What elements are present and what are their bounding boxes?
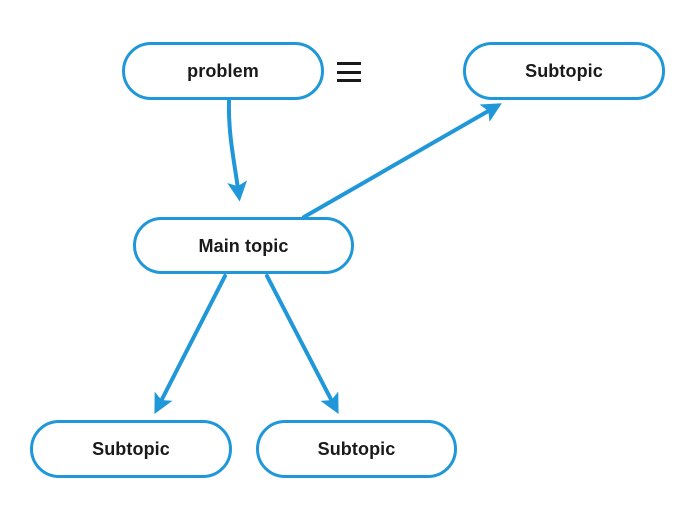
node-subtopic-top-right-label: Subtopic xyxy=(525,61,603,81)
node-main-topic-label: Main topic xyxy=(198,235,289,256)
node-subtopic-top-right[interactable]: Subtopic xyxy=(463,42,665,100)
edge-main-to-subtopic-top-right xyxy=(302,103,502,219)
edge-main-to-subtopic-bottom-left xyxy=(154,274,227,414)
node-subtopic-bottom-right-label: Subtopic xyxy=(317,439,396,459)
hamburger-menu-icon[interactable] xyxy=(337,62,361,82)
node-subtopic-bottom-right[interactable]: Subtopic xyxy=(256,420,457,478)
hamburger-bar-1 xyxy=(337,62,361,65)
edge-problem-to-main xyxy=(226,99,248,202)
node-main-topic[interactable]: Main topic xyxy=(133,217,354,274)
hamburger-bar-3 xyxy=(337,79,361,82)
node-subtopic-bottom-left[interactable]: Subtopic xyxy=(30,420,232,478)
node-problem-label: problem xyxy=(187,61,259,81)
node-problem[interactable]: problem xyxy=(122,42,324,100)
edge-main-to-subtopic-bottom-right xyxy=(265,274,339,414)
hamburger-bar-2 xyxy=(337,70,361,74)
node-subtopic-bottom-left-label: Subtopic xyxy=(92,439,170,459)
